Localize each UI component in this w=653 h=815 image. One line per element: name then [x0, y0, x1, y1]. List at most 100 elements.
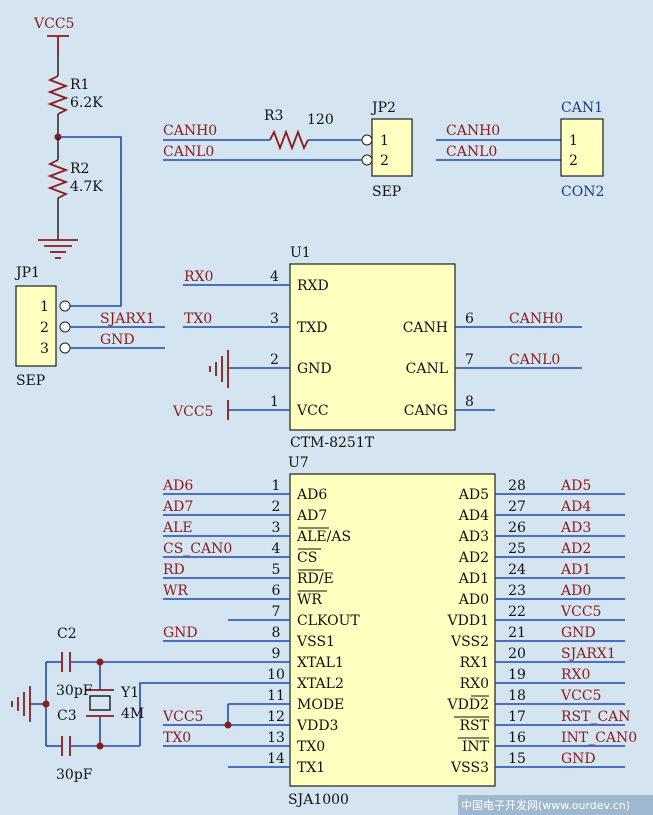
- connector-jp1: JP1 SEP 1 2 3 SJARX1 GND: [14, 265, 165, 389]
- vcc5-label-u1: VCC5: [172, 404, 213, 420]
- wire-divider-to-jp1: [58, 136, 122, 307]
- can1-net-canl0: CANL0: [446, 144, 497, 160]
- u7-pin-name: AD7: [296, 508, 327, 524]
- u7-pin-number: 8: [272, 625, 281, 641]
- jp2-ref: JP2: [370, 100, 396, 116]
- u7-pin-number: 28: [508, 478, 526, 494]
- u7-pin-name: VSS3: [450, 760, 489, 776]
- u1-net-label: CANH0: [509, 311, 563, 327]
- resistor-r2: R2 4.7K: [47, 137, 103, 240]
- crystal-circuit: C2 30pF C3 30pF Y1 4M: [11, 626, 228, 783]
- u7-pin-number: 7: [272, 604, 281, 620]
- u7-net-label: RX0: [561, 667, 590, 683]
- c3-value: 30pF: [56, 767, 93, 783]
- u1-pin-name: GND: [297, 361, 332, 377]
- u7-pin-name: AD0: [458, 592, 489, 608]
- u7-pin-name: AD5: [458, 487, 489, 503]
- u1-pin-name: CANH: [403, 320, 448, 336]
- u7-pin-name: AD6: [296, 487, 327, 503]
- u7-pin-number: 17: [508, 709, 526, 725]
- jp1-pin-3: 3: [40, 341, 49, 357]
- u1-net-label: TX0: [184, 311, 212, 327]
- u1-ref: U1: [290, 245, 311, 261]
- c2-ref: C2: [57, 626, 77, 642]
- u7-pin-name: INT: [462, 739, 490, 755]
- resistor-r1: R1 6.2K: [47, 56, 103, 137]
- u7-net-label: AD6: [162, 478, 193, 494]
- u7-net-label: ALE: [162, 520, 193, 536]
- u1-pin-number: 8: [465, 394, 474, 410]
- can1-type: CON2: [561, 184, 604, 200]
- u7-net-label: AD7: [162, 499, 193, 515]
- u7-pin-name: RST: [460, 718, 490, 734]
- u7-pin-name: WR: [297, 592, 322, 608]
- can1-pin-1: 1: [569, 133, 578, 149]
- can1-net-canh0: CANH0: [446, 123, 500, 139]
- u7-pin-name: VDD3: [296, 718, 338, 734]
- y1-ref: Y1: [120, 685, 139, 701]
- u7-pin-number: 19: [508, 667, 526, 683]
- can1-pin-2: 2: [569, 153, 578, 169]
- u7-pin-number: 2: [272, 499, 281, 515]
- jp1-type: SEP: [16, 373, 45, 389]
- watermark-text: 中国电子开发网(www.ourdev.cn): [461, 798, 630, 812]
- u7-pin-number: 25: [508, 541, 526, 557]
- u7-net-label: SJARX1: [561, 646, 616, 662]
- u7-pin-number: 18: [508, 688, 526, 704]
- u1-pin-number: 4: [270, 269, 279, 285]
- u7-net-label: GND: [561, 625, 596, 641]
- u1-pin-number: 3: [270, 311, 279, 327]
- u7-net-label: RD: [163, 562, 185, 578]
- u7-pin-number: 15: [508, 751, 526, 767]
- u7-pin-number: 10: [267, 667, 285, 683]
- u7-net-label: WR: [163, 583, 188, 599]
- u7-net-label: TX0: [163, 730, 191, 746]
- u1-pin-name: CANL: [406, 361, 448, 377]
- u7-pin-name: VSS2: [450, 634, 489, 650]
- u7-pin-name: MODE: [297, 697, 344, 713]
- u7-net-label: AD1: [560, 562, 591, 578]
- u7-pin-name: VDD1: [447, 613, 489, 629]
- u7-pin-name: AD3: [458, 529, 489, 545]
- jp1-net-gnd: GND: [100, 332, 135, 348]
- vcc5-label-u7: VCC5: [162, 709, 203, 725]
- vcc5-net-u7: VCC5: [162, 704, 232, 729]
- u7-pin-name: CLKOUT: [297, 613, 360, 629]
- vcc5-label-top: VCC5: [33, 16, 74, 32]
- r3-net-canl0: CANL0: [163, 144, 214, 160]
- u7-pin-number: 16: [508, 730, 526, 746]
- u7-pin-number: 12: [267, 709, 285, 725]
- u7-pin-number: 5: [272, 562, 281, 578]
- u7-net-label: VCC5: [560, 688, 601, 704]
- y1-value: 4M: [121, 706, 144, 722]
- u7-net-label: GND: [561, 751, 596, 767]
- u7-pin-number: 26: [508, 520, 526, 536]
- r1-value: 6.2K: [70, 95, 103, 111]
- can1-ref: CAN1: [561, 100, 603, 116]
- u1-pin-number: 7: [465, 352, 474, 368]
- u7-pin-name: RD/E: [297, 571, 334, 587]
- u7-pin-name: RX0: [460, 676, 489, 692]
- u7-pin-number: 4: [272, 541, 281, 557]
- jp1-net-sjarx1: SJARX1: [100, 311, 155, 327]
- u1-pin-name: CANG: [404, 403, 448, 419]
- u7-pin-number: 21: [508, 625, 526, 641]
- u7-pin-number: 14: [267, 751, 285, 767]
- can-termination-r3: CANH0 CANL0 R3 120: [163, 108, 362, 161]
- u7-net-label: VCC5: [560, 604, 601, 620]
- jp2-pin-1: 1: [380, 133, 389, 149]
- u7-net-label: INT_CAN0: [561, 730, 637, 746]
- jp1-pin-2: 2: [40, 320, 49, 336]
- u7-pin-name: AD2: [458, 550, 489, 566]
- u1-pin-name: RXD: [297, 278, 329, 294]
- u7-pin-name: VDD2: [447, 697, 489, 713]
- u7-pin-number: 6: [272, 583, 281, 599]
- u1-net-label: CANL0: [509, 352, 560, 368]
- r3-value: 120: [307, 112, 334, 128]
- jp2-type: SEP: [372, 184, 401, 200]
- u7-pin-name: XTAL2: [297, 676, 344, 692]
- u7-pin-name: ALE/AS: [296, 529, 351, 545]
- u7-pin-name: CS: [297, 550, 317, 566]
- u7-ref: U7: [288, 455, 309, 471]
- vcc5-symbol-top: VCC5: [33, 16, 74, 56]
